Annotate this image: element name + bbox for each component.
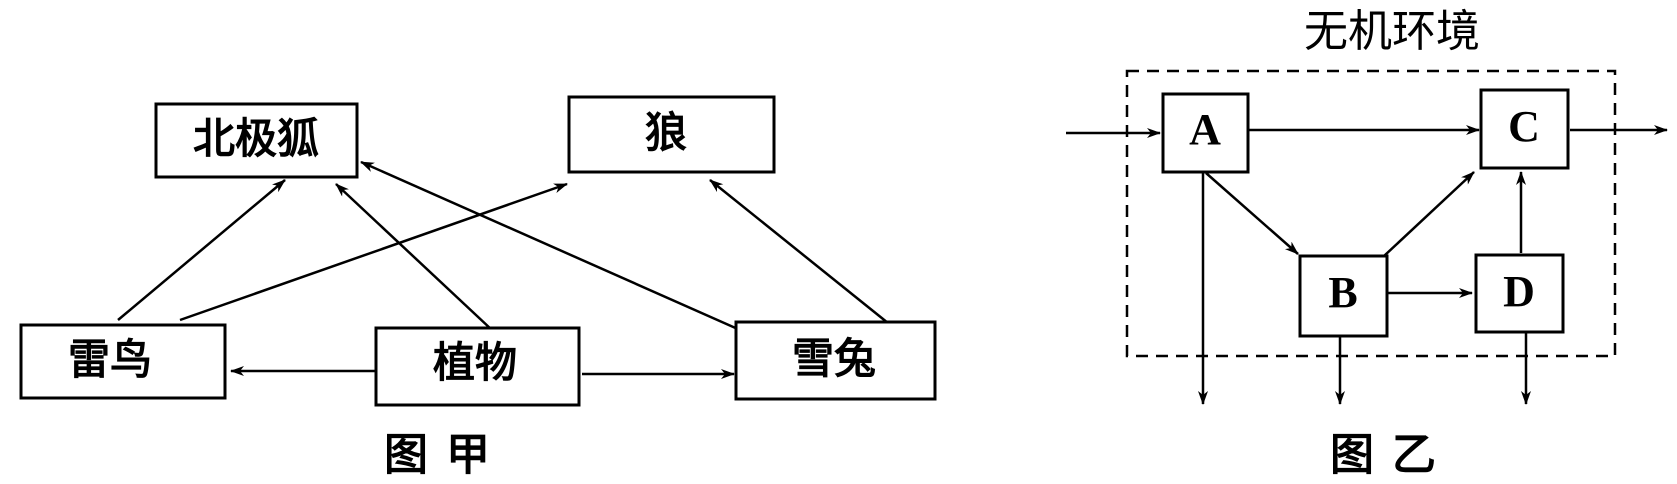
node-arctic-fox-label: 北极狐 (193, 114, 319, 163)
node-b-label: B (1328, 268, 1357, 317)
node-snow-hare-label: 雪兔 (792, 334, 876, 383)
node-a-label: A (1189, 105, 1221, 154)
node-d: D (1474, 253, 1565, 334)
figure-a: 北极狐 狼 雷鸟 植物 雪兔 图甲 (19, 95, 937, 481)
figure-b-caption: 图乙 (1330, 430, 1454, 481)
node-ptarmigan: 雷鸟 (19, 323, 227, 400)
node-arctic-fox: 北极狐 (154, 102, 359, 179)
environment-boundary (1125, 69, 1617, 358)
arrow-snow-hare-to-wolf (709, 179, 889, 324)
node-c-label: C (1508, 102, 1540, 151)
node-plant: 植物 (374, 326, 581, 407)
node-snow-hare: 雪兔 (734, 320, 937, 401)
arrow-ptarmigan-to-wolf (179, 182, 568, 322)
environment-label: 无机环境 (1304, 6, 1480, 57)
node-wolf: 狼 (567, 95, 776, 174)
node-ptarmigan-label: 雷鸟 (68, 335, 152, 384)
figure-b: 无机环境 A B C D 图乙 (1066, 6, 1668, 481)
node-d-label: D (1503, 267, 1535, 316)
node-a: A (1161, 92, 1250, 174)
node-c: C (1479, 88, 1570, 170)
arrow-b-to-c (1383, 171, 1475, 257)
node-plant-label: 植物 (433, 338, 517, 387)
node-b: B (1298, 254, 1389, 338)
node-wolf-label: 狼 (645, 108, 687, 157)
arrow-snow-hare-to-arctic-fox (360, 160, 741, 332)
arrow-plant-to-arctic-fox (335, 183, 493, 331)
figure-a-caption: 图甲 (384, 430, 508, 481)
arrow-a-to-b (1205, 172, 1299, 255)
arrow-ptarmigan-to-arctic-fox (117, 179, 286, 321)
